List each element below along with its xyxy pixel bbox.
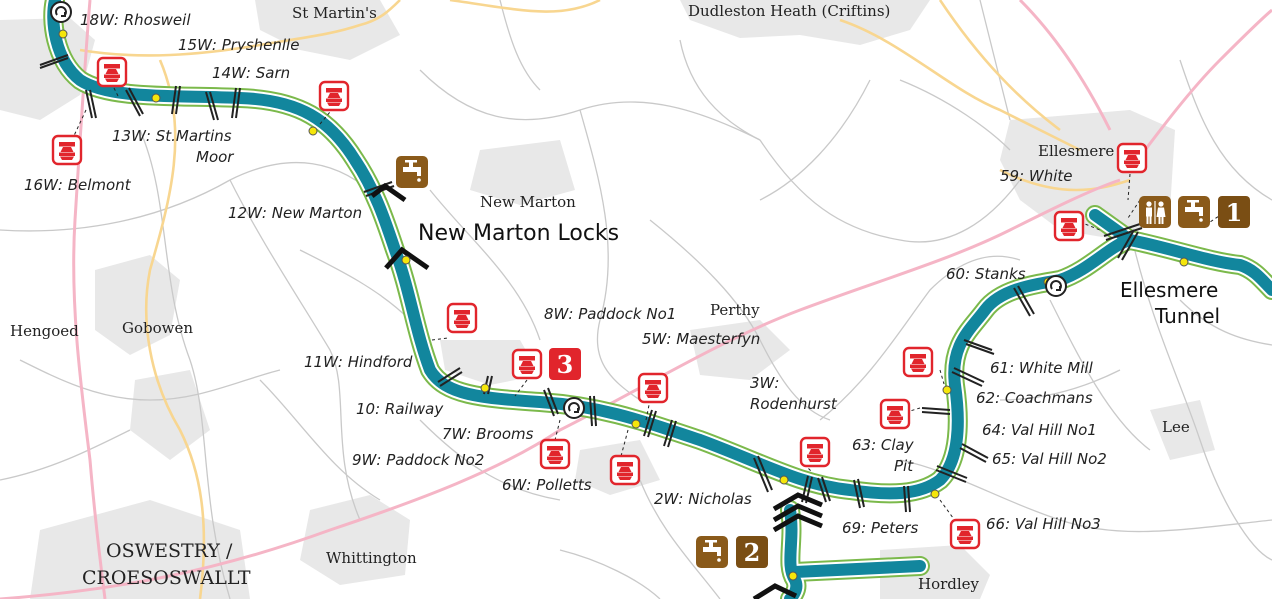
bridge-2w: 2W: Nicholas xyxy=(654,490,752,508)
lift-bridge-icon xyxy=(318,80,350,112)
bridge-9w: 9W: Paddock No2 xyxy=(352,451,484,469)
bridge-14w: 14W: Sarn xyxy=(212,64,290,82)
lift-bridge-icon xyxy=(96,56,128,88)
lift-bridge-icon xyxy=(879,398,911,430)
marker-1[interactable]: 1 xyxy=(1226,198,1243,227)
label-ellesmere-tunnel-1: Ellesmere xyxy=(1120,278,1218,302)
canal xyxy=(43,0,1272,599)
bridge-69: 69: Peters xyxy=(842,519,918,537)
place-gobowen: Gobowen xyxy=(122,319,193,337)
water-tap-icon xyxy=(1178,196,1210,228)
lift-bridge-icon xyxy=(902,346,934,378)
place-oswestry: OSWESTRY / xyxy=(106,540,233,562)
bridge-64: 64: Val Hill No1 xyxy=(982,421,1097,439)
bridge-15w: 15W: Pryshenlle xyxy=(178,36,299,54)
bridge-16w: 16W: Belmont xyxy=(24,176,132,194)
lift-bridge-icon xyxy=(1053,210,1085,242)
place-ellesmere: Ellesmere xyxy=(1038,142,1114,160)
place-dudleston-heath: Dudleston Heath (Criftins) xyxy=(688,2,890,20)
bridge-63: 63: Clay xyxy=(852,436,915,454)
lift-bridge-icon xyxy=(799,436,831,468)
numbered-markers: 3 2 1 xyxy=(549,196,1250,568)
bridge-6w: 6W: Polletts xyxy=(502,476,592,494)
place-hengoed: Hengoed xyxy=(10,322,79,340)
bridge-3w: 3W: xyxy=(750,374,779,392)
bridge-62: 62: Coachmans xyxy=(976,389,1093,407)
bridge-3w-line2: Rodenhurst xyxy=(750,395,838,413)
lift-bridge-icon xyxy=(511,348,543,380)
marker-1-box xyxy=(1218,196,1250,228)
label-new-marton-locks: New Marton Locks xyxy=(418,221,619,246)
b-roads xyxy=(79,0,1131,599)
winding-hole-icon xyxy=(50,1,72,23)
lift-bridge-icon xyxy=(949,518,981,550)
bridge-12w: 12W: New Marton xyxy=(228,204,362,222)
place-hordley: Hordley xyxy=(918,575,980,593)
bridge-11w: 11W: Hindford xyxy=(304,353,413,371)
bridge-13w-line2: Moor xyxy=(196,148,234,166)
place-names: St Martin's Dudleston Heath (Criftins) E… xyxy=(10,2,1190,593)
bridge-66: 66: Val Hill No3 xyxy=(986,515,1101,533)
toilets-icon xyxy=(1139,196,1171,228)
marker-2[interactable]: 2 xyxy=(744,538,761,567)
lock-chevrons xyxy=(370,182,823,599)
marker-3[interactable]: 3 xyxy=(557,350,574,379)
bridge-63-line2: Pit xyxy=(894,457,914,475)
bridge-18w: 18W: Rhosweil xyxy=(80,11,191,29)
lift-bridge-icon xyxy=(609,454,641,486)
bridge-59: 59: White xyxy=(1000,167,1073,185)
winding-hole-icon xyxy=(563,397,585,419)
lift-bridge-icon xyxy=(637,372,669,404)
place-croesoswallt: CROESOSWALLT xyxy=(82,567,251,589)
lift-bridge-icon xyxy=(446,302,478,334)
lift-bridge-icon xyxy=(1116,142,1148,174)
marker-3-box xyxy=(549,348,581,380)
bridge-7w: 7W: Brooms xyxy=(442,425,534,443)
winding-hole-icon xyxy=(1045,275,1067,297)
moorings xyxy=(58,29,1189,581)
place-whittington: Whittington xyxy=(326,549,417,567)
water-tap-icon xyxy=(696,536,728,568)
place-new-marton: New Marton xyxy=(480,193,576,211)
bridge-10: 10: Railway xyxy=(356,400,444,418)
lift-bridge-icon xyxy=(51,134,83,166)
bridge-5w: 5W: Maesterfyn xyxy=(642,330,760,348)
bridge-labels: 18W: Rhosweil 15W: Pryshenlle 14W: Sarn … xyxy=(24,11,1107,537)
urban-areas xyxy=(0,0,1215,599)
bridge-marks xyxy=(39,54,1143,513)
place-st-martins: St Martin's xyxy=(292,4,377,22)
bridge-8w: 8W: Paddock No1 xyxy=(544,305,676,323)
place-perthy: Perthy xyxy=(710,301,760,319)
place-lee: Lee xyxy=(1162,418,1190,436)
feature-labels: New Marton Locks Ellesmere Tunnel xyxy=(418,221,1220,328)
bridge-61: 61: White Mill xyxy=(990,359,1094,377)
marker-2-box xyxy=(736,536,768,568)
label-ellesmere-tunnel-2: Tunnel xyxy=(1154,304,1220,328)
water-tap-icon xyxy=(396,156,428,188)
bridge-13w: 13W: St.Martins xyxy=(112,127,232,145)
bridge-60: 60: Stanks xyxy=(946,265,1026,283)
lift-bridge-icon xyxy=(539,438,571,470)
bridge-65: 65: Val Hill No2 xyxy=(992,450,1107,468)
